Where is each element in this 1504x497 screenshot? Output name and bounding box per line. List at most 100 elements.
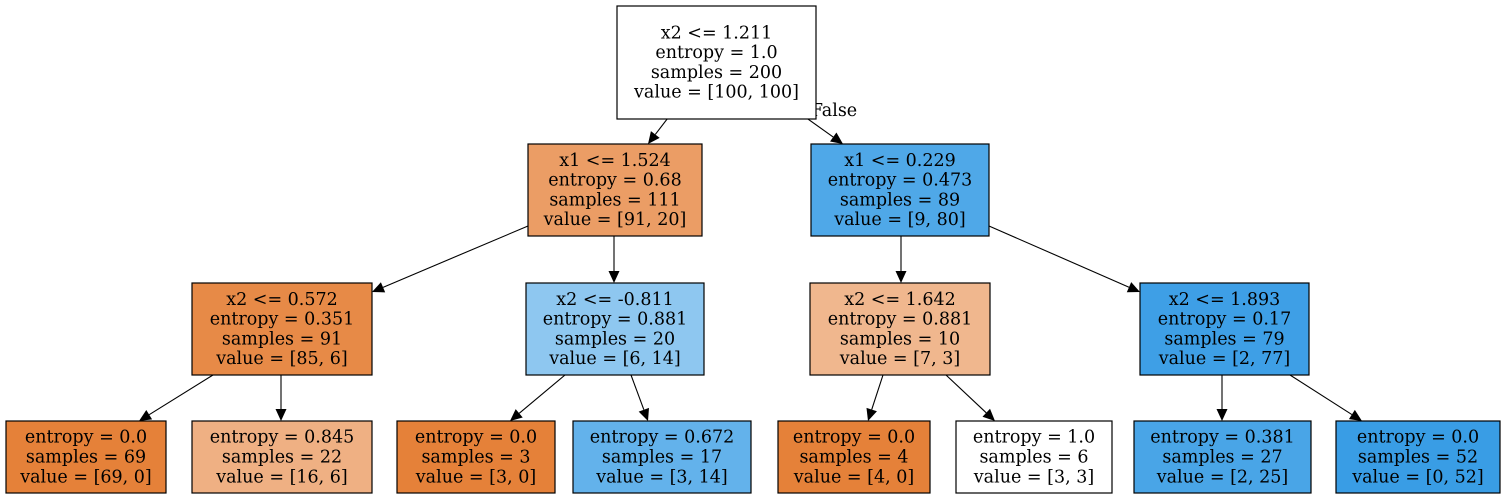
node-text-line: entropy = 0.845 [210, 428, 355, 448]
node-text-line: samples = 79 [1164, 329, 1284, 349]
node-text-line: samples = 52 [1358, 448, 1478, 468]
arrowhead-icon [608, 271, 620, 283]
arrowhead-icon [139, 409, 153, 421]
node-box [809, 282, 991, 376]
arrowhead-icon [830, 132, 843, 144]
arrowhead-icon [275, 409, 287, 421]
edge-line [988, 225, 1130, 288]
node-box [616, 5, 817, 120]
node-text-line: samples = 89 [840, 190, 960, 210]
node-text-line: entropy = 0.17 [1158, 310, 1291, 330]
node-box [5, 420, 167, 494]
node-text-line: x2 <= 0.572 [226, 290, 338, 310]
node-text-line: x2 <= 1.642 [844, 290, 956, 310]
node-box [777, 420, 931, 494]
node-text-line: x2 <= 1.893 [1169, 290, 1281, 310]
node-box [396, 420, 556, 494]
edge-n1-n3 [372, 225, 529, 293]
node-box [810, 143, 990, 237]
edge-n5-n11 [866, 374, 884, 421]
node-text-line: value = [3, 3] [973, 467, 1094, 487]
node-text-line: value = [2, 25] [1156, 467, 1289, 487]
edge-n3-n7 [139, 374, 214, 421]
node-text-line: samples = 17 [602, 448, 722, 468]
node-text-line: samples = 111 [549, 190, 680, 210]
edge-line [518, 374, 566, 414]
edge-line [630, 374, 645, 410]
node-text-line: value = [7, 3] [839, 349, 960, 369]
node-text-line: samples = 91 [222, 329, 342, 349]
node-text-line: entropy = 0.473 [828, 171, 973, 191]
node-text-line: value = [3, 14] [595, 467, 728, 487]
node-box [572, 420, 752, 494]
arrowhead-icon [982, 408, 995, 421]
node-text-line: samples = 27 [1162, 448, 1282, 468]
node-box [191, 420, 373, 494]
node-text-line: x1 <= 0.229 [844, 151, 956, 171]
node-text-line: entropy = 1.0 [655, 43, 777, 63]
node-box [525, 282, 705, 376]
edge-n2-n5 [895, 236, 907, 283]
node-text-line: value = [9, 80] [833, 210, 966, 230]
edge-line [148, 374, 214, 416]
edge-line [382, 225, 529, 288]
node-text-line: samples = 22 [222, 448, 342, 468]
node-text-line: value = [0, 52] [1351, 467, 1484, 487]
arrowhead-icon [895, 271, 907, 283]
node-box [191, 282, 373, 376]
arrowhead-icon [638, 407, 649, 421]
node-text-line: samples = 20 [555, 329, 675, 349]
node-text-line: entropy = 0.351 [210, 310, 355, 330]
arrowhead-icon [1126, 282, 1140, 293]
node-text-line: x2 <= -0.811 [556, 290, 673, 310]
node-text-line: value = [6, 14] [548, 349, 681, 369]
node-box [955, 420, 1113, 494]
node-text-line: entropy = 0.68 [548, 171, 681, 191]
arrowhead-icon [372, 282, 386, 293]
node-text-line: entropy = 1.0 [973, 428, 1095, 448]
node-text-line: entropy = 0.0 [25, 428, 147, 448]
arrowhead-icon [1216, 409, 1228, 421]
node-text-line: value = [100, 100] [633, 83, 799, 103]
edge-label-false: False [811, 101, 857, 121]
node-text-line: value = [85, 6] [215, 349, 348, 369]
node-text-line: entropy = 0.381 [1150, 428, 1295, 448]
edge-n6-n13 [1216, 375, 1228, 421]
node-text-line: samples = 4 [799, 448, 908, 468]
node-text-line: value = [69, 0] [19, 467, 152, 487]
node-text-line: value = [91, 20] [543, 210, 687, 230]
edge-n6-n14 [1289, 374, 1362, 421]
node-text-line: entropy = 0.0 [793, 428, 915, 448]
node-text-line: x1 <= 1.524 [559, 151, 671, 171]
arrowhead-icon [510, 409, 523, 421]
edge-line [871, 374, 884, 410]
edge-line [1289, 374, 1353, 416]
node-text-line: entropy = 0.881 [543, 310, 688, 330]
node-text-line: samples = 3 [421, 448, 530, 468]
node-text-line: entropy = 0.0 [415, 428, 537, 448]
edge-line [945, 374, 987, 414]
node-text-line: samples = 69 [26, 448, 146, 468]
node-text-line: value = [3, 0] [415, 467, 536, 487]
edge-n4-n9 [510, 374, 566, 421]
edge-n4-n10 [630, 374, 649, 421]
node-box [527, 143, 703, 237]
node-text-line: samples = 6 [979, 448, 1088, 468]
node-text-line: entropy = 0.672 [590, 428, 735, 448]
node-box [1133, 420, 1312, 494]
node-box [1335, 420, 1501, 494]
